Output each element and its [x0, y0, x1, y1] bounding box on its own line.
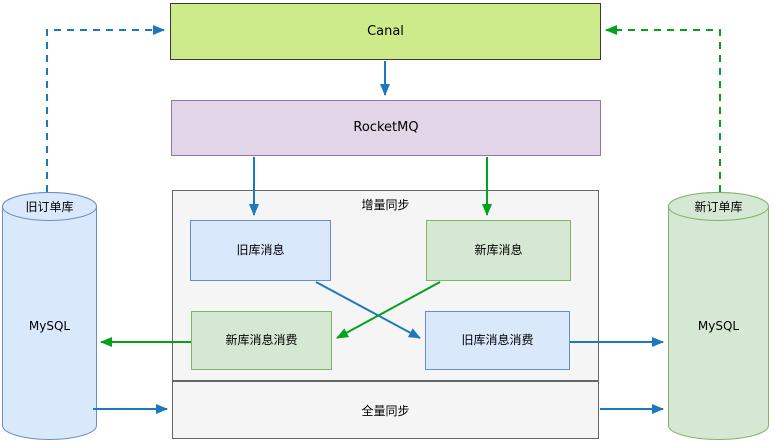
canal-node: Canal [170, 3, 601, 60]
database-cylinder-icon [668, 192, 769, 440]
rocketmq-node: RocketMQ [171, 100, 601, 156]
new-order-db-engine-label: MySQL [697, 319, 740, 333]
new-db-message-consumer-label: 新库消息消费 [225, 333, 298, 348]
new-order-db-title: 新订单库 [694, 200, 743, 214]
new-db-message-label: 新库消息 [474, 243, 523, 258]
edge-new-db-to-canal [605, 25, 721, 192]
full-sync-label: 全量同步 [361, 403, 410, 418]
new-db-message-consumer-node: 新库消息消费 [191, 311, 332, 370]
new-db-message-node: 新库消息 [426, 220, 571, 281]
old-db-message-consumer-node: 旧库消息消费 [425, 311, 570, 370]
canal-label: Canal [367, 23, 404, 39]
old-order-db-cylinder: 旧订单库 MySQL [2, 192, 97, 440]
incremental-sync-label: 增量同步 [361, 198, 410, 212]
new-order-db-cylinder: 新订单库 MySQL [668, 192, 769, 440]
old-db-message-node: 旧库消息 [190, 220, 331, 281]
old-order-db-engine-label: MySQL [28, 319, 71, 333]
full-sync-container: 全量同步 [172, 381, 599, 439]
rocketmq-label: RocketMQ [353, 120, 419, 136]
old-db-message-label: 旧库消息 [236, 243, 285, 258]
old-db-message-consumer-label: 旧库消息消费 [461, 333, 534, 348]
edge-old-db-to-canal [46, 25, 165, 192]
old-order-db-title: 旧订单库 [25, 200, 74, 214]
database-cylinder-icon [2, 192, 97, 440]
